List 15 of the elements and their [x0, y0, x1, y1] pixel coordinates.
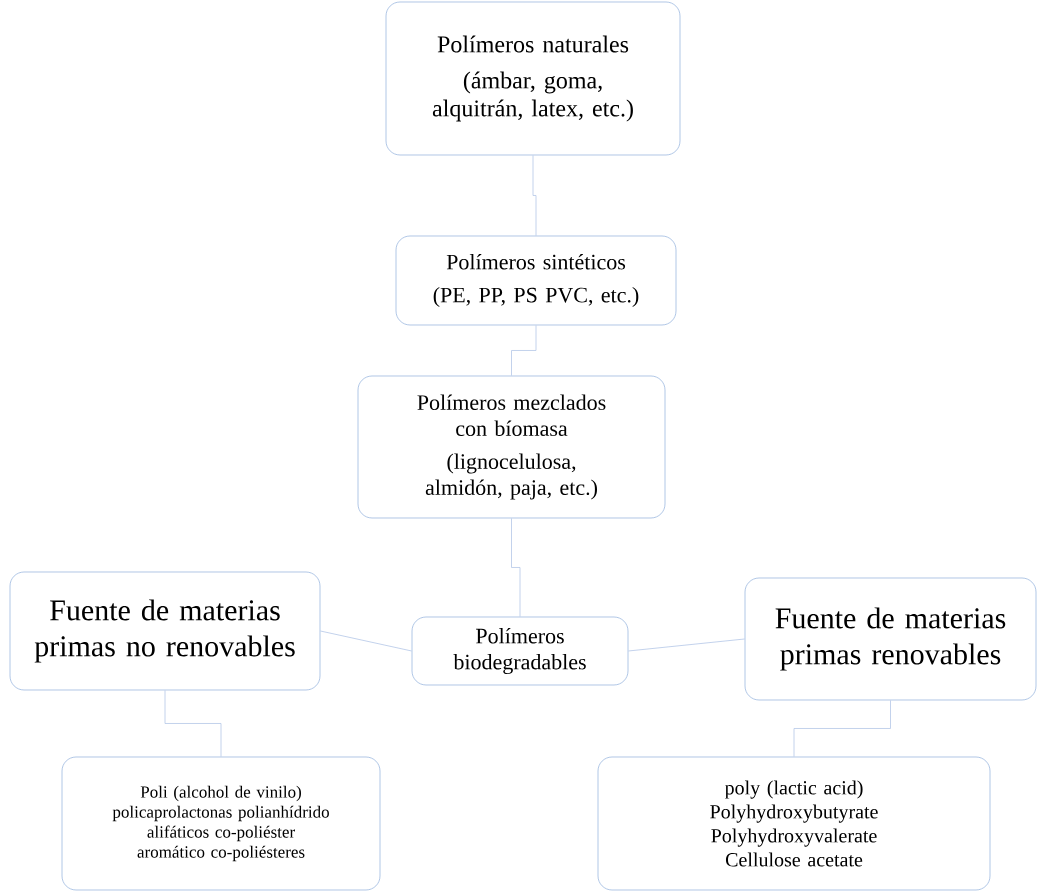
rounded-box: poly (lactic acid) Polyhydroxybutyrate Polyhydroxyvalerate Cellulose acetate [597, 756, 991, 891]
connector-line [320, 630, 412, 652]
connector-line [793, 700, 891, 757]
connector-line [628, 638, 745, 652]
rounded-box: Fuente de materias primas no renovables [9, 571, 321, 691]
rounded-box: Poli (alcohol de vinilo) policaprolactonas polianhídrido alifáticos co-poliéster aromático co-poliésteres [61, 756, 381, 891]
rounded-box: Polímeros naturales (ámbar, goma, alquitrán, latex, etc.) [385, 1, 681, 156]
connector-line [511, 518, 521, 617]
connector-line [511, 325, 537, 376]
rounded-box: Polímeros biodegradables [411, 616, 629, 686]
connector-line [164, 690, 222, 757]
rounded-box: Polímeros mezclados con bíomasa (lignocelulosa, almidón, paja, etc.) [357, 375, 666, 519]
rounded-box: Polímeros sintéticos (PE, PP, PS PVC, etc.) [395, 235, 677, 326]
rounded-box: Fuente de materias primas renovables [744, 577, 1037, 701]
connector-line [532, 155, 537, 236]
